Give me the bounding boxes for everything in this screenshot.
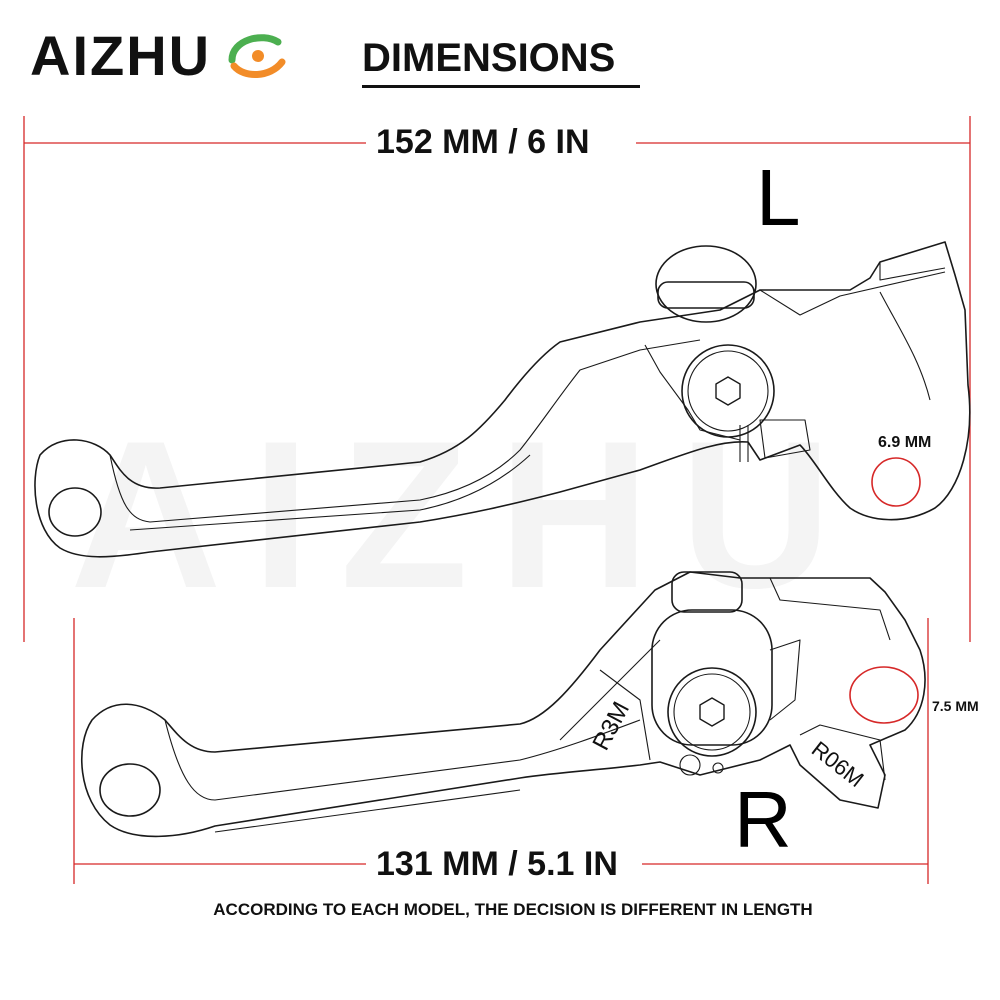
page-title: DIMENSIONS <box>362 36 616 80</box>
left-hole-dimension: 6.9 MM <box>878 434 932 451</box>
right-lever-label: R <box>734 775 792 864</box>
title-underline <box>362 85 640 88</box>
brand-logo: AIZHU <box>30 24 212 87</box>
part-code-r06m: R06M <box>807 736 869 792</box>
right-pivot-bolt <box>667 667 757 757</box>
hex-bolt-icon <box>715 376 741 406</box>
brand-watermark: AIZHU <box>70 397 862 632</box>
right-pivot-body <box>651 609 773 746</box>
top-length-label: 152 MM / 6 IN <box>366 125 600 159</box>
left-lever-label: L <box>756 153 801 242</box>
right-lever <box>81 571 926 838</box>
footer-note: ACCORDING TO EACH MODEL, THE DECISION IS… <box>213 900 813 919</box>
left-hole-marker <box>871 457 921 507</box>
left-end-hole <box>48 487 102 537</box>
right-hole-dimension: 7.5 MM <box>932 698 979 714</box>
left-pivot-cap <box>655 245 757 323</box>
bottom-length-label: 131 MM / 5.1 IN <box>366 847 628 881</box>
green-orange-swirl-icon <box>228 34 286 78</box>
right-end-hole <box>99 763 161 817</box>
left-pivot-bolt <box>681 344 775 438</box>
hex-bolt-icon <box>699 697 725 727</box>
dimension-lines <box>23 116 971 884</box>
left-lever <box>34 241 971 558</box>
right-hole-marker <box>849 666 919 724</box>
